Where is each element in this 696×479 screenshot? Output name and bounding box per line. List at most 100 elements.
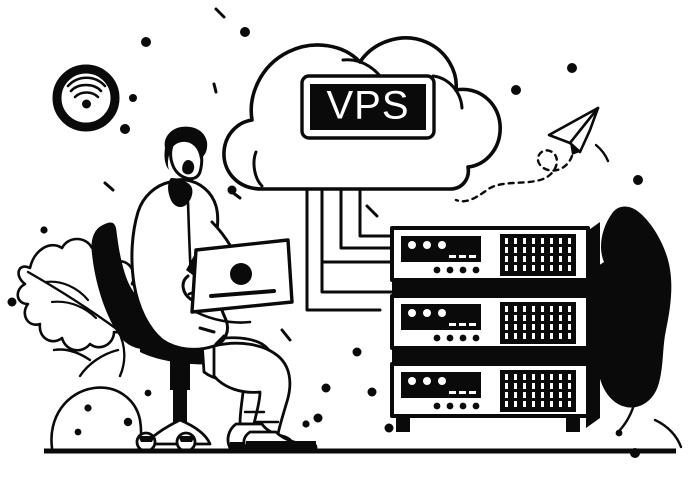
server-unit-2-dash-2 bbox=[459, 323, 466, 326]
decor-dot-13 bbox=[313, 413, 323, 423]
decor-tick-1 bbox=[214, 7, 226, 19]
server-unit-3-dot-1 bbox=[433, 402, 441, 410]
bush-right bbox=[584, 206, 683, 458]
decor-dots bbox=[7, 27, 643, 433]
cable-5 bbox=[305, 186, 382, 312]
server-unit-3-panel bbox=[401, 372, 481, 398]
leg-near bbox=[212, 341, 292, 436]
laptop-lid-line bbox=[209, 289, 276, 298]
wifi-arc-3 bbox=[73, 91, 100, 99]
cable-2 bbox=[339, 186, 399, 250]
decor-dot-10 bbox=[352, 347, 362, 357]
cable-4 bbox=[320, 260, 399, 294]
paper-plane-icon bbox=[454, 106, 610, 203]
bush-right-stem-branch-2 bbox=[628, 298, 664, 314]
vps-label-plate bbox=[310, 84, 426, 130]
bush-right-sprig bbox=[653, 418, 683, 449]
decor-dot-1 bbox=[141, 37, 151, 47]
laptop[interactable] bbox=[186, 238, 294, 324]
wifi-dot bbox=[82, 99, 91, 109]
decor-dot-2 bbox=[240, 27, 250, 37]
shirt-collar bbox=[168, 178, 193, 208]
chair-post-lower bbox=[173, 388, 187, 422]
leaf-1-midrib bbox=[26, 270, 120, 332]
server-unit-2-vent-slots bbox=[505, 306, 571, 339]
bush-right-stem-main bbox=[620, 250, 638, 394]
decor-dot-14 bbox=[384, 423, 394, 433]
laptop-base-edge bbox=[194, 310, 252, 324]
server-unit-1-dash-3 bbox=[469, 255, 476, 258]
cloud-arc-right bbox=[431, 74, 464, 110]
decor-dot-fg-3 bbox=[123, 417, 133, 427]
wifi-icon bbox=[52, 64, 120, 132]
paper-plane-tick bbox=[594, 143, 610, 163]
decor-tick-2 bbox=[212, 82, 218, 94]
bush-right-stem-branch-1 bbox=[624, 254, 654, 274]
wifi-arc-2 bbox=[66, 76, 107, 88]
decor-ticks bbox=[103, 7, 379, 346]
server-rack bbox=[390, 222, 600, 432]
chair-armrest-hint bbox=[156, 346, 192, 355]
decor-dot-11 bbox=[367, 387, 377, 397]
server-unit-2-light-2 bbox=[423, 309, 431, 317]
server-foot-left bbox=[396, 416, 410, 432]
cloud: VPS bbox=[222, 36, 502, 191]
server-unit-1-dot-3 bbox=[459, 266, 467, 274]
chair-post-upper bbox=[170, 358, 190, 390]
paper-plane-tail bbox=[570, 143, 580, 155]
chair-caster-right-cap bbox=[178, 436, 195, 442]
decor-dot-fg-4 bbox=[144, 389, 152, 397]
decor-dot-15 bbox=[302, 420, 310, 428]
server-unit-3-vent-slots bbox=[505, 374, 571, 407]
server-unit-3-dash-2 bbox=[459, 391, 466, 394]
server-unit-2-vent bbox=[500, 302, 576, 344]
server-unit-2-panel bbox=[401, 304, 481, 330]
cable-3 bbox=[358, 186, 399, 238]
decor-dot-16 bbox=[40, 226, 48, 234]
leaf-3-stem bbox=[52, 348, 92, 362]
server-unit-2-dot-2 bbox=[446, 334, 454, 342]
head-hair bbox=[164, 126, 208, 170]
server-unit-2-light-3 bbox=[438, 309, 446, 317]
paper-plane-trail bbox=[454, 149, 574, 203]
laptop-logo bbox=[230, 263, 252, 285]
server-unit-1-light-3 bbox=[438, 241, 446, 249]
server-unit-1-vent bbox=[500, 234, 576, 276]
server-unit-1-dot-2 bbox=[446, 266, 454, 274]
decor-tick-6 bbox=[198, 326, 216, 334]
server-unit-1-panel bbox=[401, 236, 481, 262]
decor-dot-5 bbox=[511, 85, 521, 95]
server-unit-3-dot-2 bbox=[446, 402, 454, 410]
bush-right-stem-branch-3 bbox=[606, 266, 631, 296]
server-unit-1-light-2 bbox=[423, 241, 431, 249]
server-unit-3[interactable] bbox=[390, 362, 590, 418]
server-unit-2-dot-1 bbox=[433, 334, 441, 342]
decor-dot-fg-1 bbox=[84, 404, 92, 412]
vps-label-text: VPS bbox=[326, 84, 409, 128]
server-unit-3-dot-3 bbox=[459, 402, 467, 410]
cloud-arc-left bbox=[252, 150, 264, 188]
decor-dot-12 bbox=[321, 383, 331, 393]
server-unit-1-dot-1 bbox=[433, 266, 441, 274]
decor-tick-5 bbox=[365, 204, 379, 218]
bush-right-stem-lower bbox=[618, 391, 639, 432]
cable-bundle bbox=[305, 186, 399, 312]
leaf-1-vein-1 bbox=[44, 280, 90, 302]
decor-tick-4 bbox=[230, 190, 242, 200]
server-unit-3-light-3 bbox=[438, 377, 446, 385]
decor-dot-3 bbox=[120, 124, 130, 134]
decor-dot-7 bbox=[633, 175, 643, 185]
decor-dot-9 bbox=[7, 297, 17, 307]
server-unit-2-dash-3 bbox=[469, 323, 476, 326]
decor-tick-8 bbox=[214, 334, 226, 346]
server-unit-1-dot-4 bbox=[472, 266, 480, 274]
server-unit-3-light-2 bbox=[423, 377, 431, 385]
server-unit-1[interactable] bbox=[390, 226, 590, 282]
chair-caster-left-cap bbox=[138, 436, 155, 442]
server-unit-2[interactable] bbox=[390, 294, 590, 350]
server-unit-3-dash-1 bbox=[449, 391, 456, 394]
server-unit-3-dot-4 bbox=[472, 402, 480, 410]
server-unit-1-vent-slots bbox=[505, 238, 571, 271]
